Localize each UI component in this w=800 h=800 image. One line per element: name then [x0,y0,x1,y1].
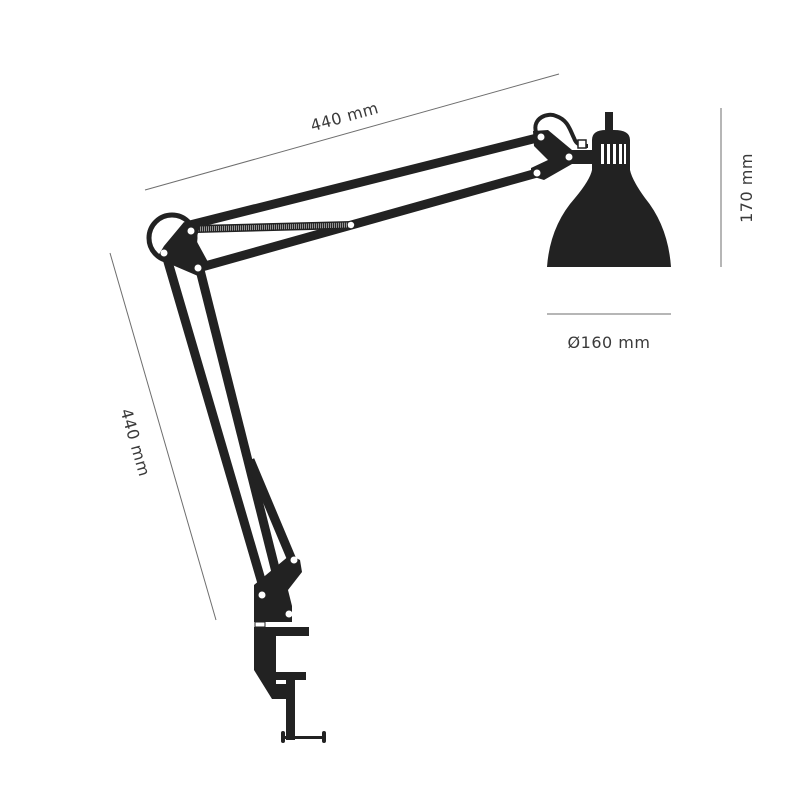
upper-arm-dimension-label: 440 mm [308,98,380,135]
lower-arm-dimension-label: 440 mm [116,406,154,478]
lamp [146,112,671,743]
lamp-shade [547,112,671,267]
lower-arm-dimension-line [109,252,217,621]
shade-diameter-dimension-label: Ø160 mm [568,333,651,352]
lower-arm [161,253,297,592]
spring-anchor-pin [347,221,355,229]
upper-arm [184,132,543,273]
elbow-joint [146,212,208,276]
head-joint [531,112,592,180]
base-joint [254,555,302,622]
desk-clamp [254,621,326,743]
spring [195,221,352,233]
shade-height-dimension-label: 170 mm [737,153,756,223]
upper-arm-dimension-line [144,73,560,191]
